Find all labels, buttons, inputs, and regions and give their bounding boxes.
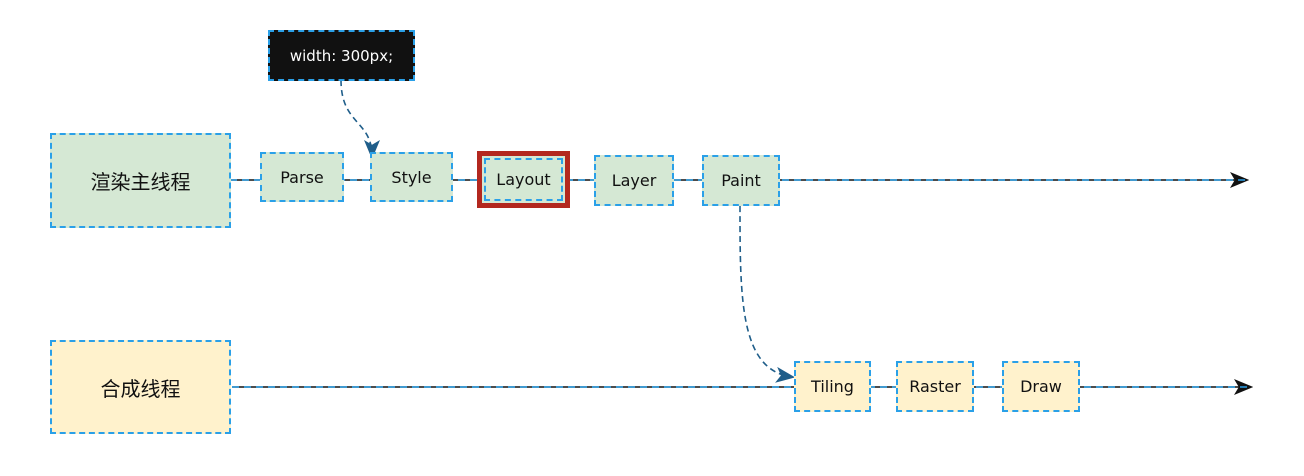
node-raster: Raster bbox=[896, 361, 974, 412]
node-tiling: Tiling bbox=[794, 361, 871, 412]
node-paint: Paint bbox=[702, 155, 780, 206]
node-layout: Layout bbox=[477, 151, 570, 208]
annotation-connector bbox=[340, 79, 380, 160]
node-parse: Parse bbox=[260, 152, 344, 202]
annotation-note: width: 300px; bbox=[268, 30, 415, 81]
node-layer: Layer bbox=[594, 155, 674, 206]
compositor-thread-lane-label: 合成线程 bbox=[50, 340, 231, 434]
main-thread-lane-label: 渲染主线程 bbox=[50, 133, 231, 228]
paint-to-tiling-connector bbox=[739, 205, 796, 383]
node-style: Style bbox=[370, 152, 453, 202]
node-draw: Draw bbox=[1002, 361, 1080, 412]
